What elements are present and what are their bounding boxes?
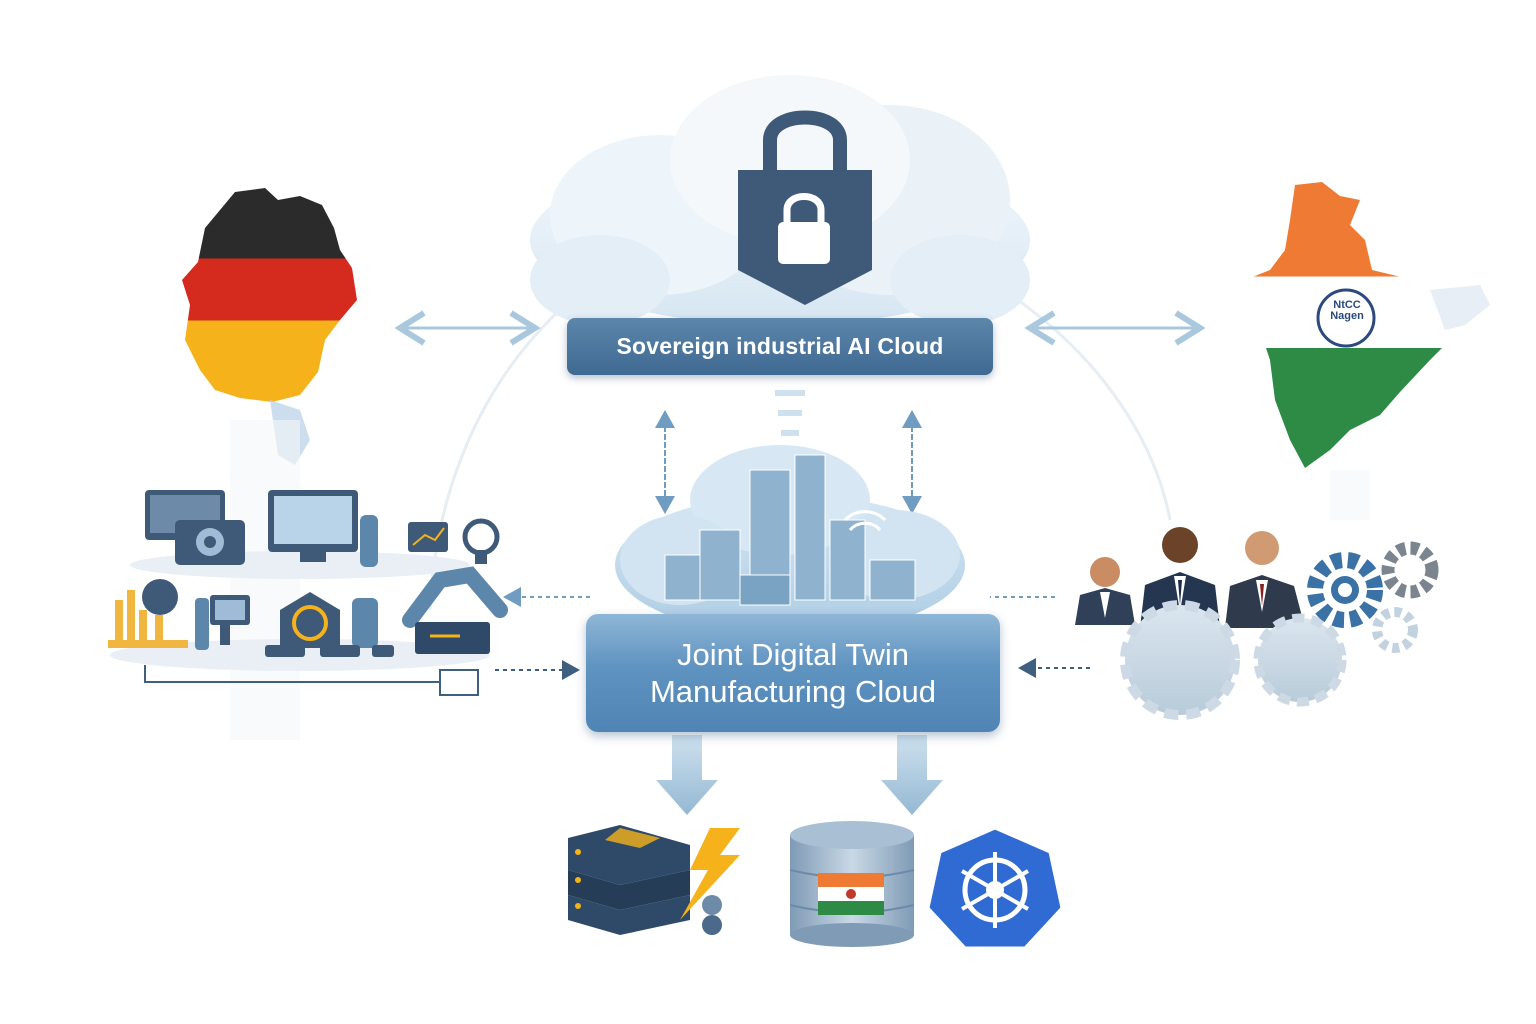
digital-twin-label: Joint Digital Twin Manufacturing Cloud [586,614,1000,732]
factory-equipment-icon [108,490,508,671]
gears-icon [1120,541,1439,720]
vertical-dashed-arrows [655,410,922,514]
badge-line2: Nagen [1330,310,1364,322]
lock-icon [738,110,872,305]
germany-map-icon [182,188,357,740]
left-bracket-connector [144,665,479,696]
server-stack-icon [568,825,740,935]
sovereign-cloud-label: Sovereign industrial AI Cloud [567,318,993,375]
india-map-icon [1245,182,1490,520]
kubernetes-icon [926,826,1064,950]
database-icon [789,821,915,947]
digital-twin-line2: Manufacturing Cloud [649,674,937,709]
center-connector [775,390,805,436]
down-arrows [656,735,943,815]
india-badge-text: NtCC Nagen [1322,300,1372,322]
digital-twin-line1: Joint Digital Twin [676,637,910,672]
badge-line1: NtCC [1333,299,1361,311]
city-cloud-icon [615,445,965,635]
